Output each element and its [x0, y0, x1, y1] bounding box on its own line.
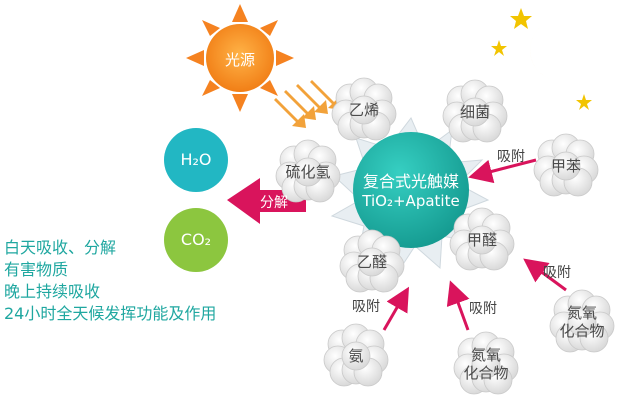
adsorb-label-nox-right: 吸附 [543, 265, 571, 281]
adsorb-label-nox-bottom: 吸附 [469, 301, 497, 317]
note-line-1: 白天吸收、分解 [4, 238, 117, 257]
note-line-4: 24小时全天候发挥功能及作用 [4, 304, 217, 323]
co2-circle [164, 208, 228, 272]
adsorb-arrows [382, 158, 567, 331]
pollutant-label-nox-right: 氮氧化合物 [552, 304, 612, 340]
pollutant-label-formaldehyde: 甲醛 [466, 231, 497, 249]
catalyst-name: 复合式光触媒 [362, 172, 459, 191]
sun-label: 光源 [224, 51, 255, 69]
pollutant-cloud-acetaldehyde [339, 229, 405, 293]
note-line-3: 晚上持续吸收 [4, 282, 101, 301]
pollutant-label-line: 氮氧 [470, 346, 501, 364]
catalyst-core [353, 132, 469, 248]
pollutant-cloud-benzene [533, 133, 599, 197]
decompose-label: 分解 [260, 195, 288, 211]
pollutant-label-bacteria: 细菌 [459, 103, 490, 121]
moon-icon [530, 22, 574, 81]
pollutant-label-benzene: 甲苯 [550, 157, 581, 175]
pollutant-cloud-nox-bottom [453, 331, 519, 395]
pollutant-label-nox-bottom: 氮氧化合物 [456, 346, 516, 382]
pollutant-cloud-formaldehyde [449, 207, 515, 271]
catalyst-formula: TiO₂+Apatite [362, 192, 460, 210]
adsorb-label-benzene: 吸附 [497, 149, 525, 165]
pollutant-label-acetaldehyde: 乙醛 [356, 253, 387, 271]
decompose-arrow [227, 178, 306, 224]
light-ray-arrows [274, 80, 342, 128]
pollutant-cloud-bacteria [442, 79, 508, 143]
pollutant-label-h2s: 硫化氢 [285, 163, 331, 181]
pollutant-cloud-ethylene [331, 77, 397, 141]
adsorb-label-ammonia: 吸附 [352, 299, 380, 315]
pollutant-label-line: 化合物 [463, 364, 509, 382]
pollutant-label-ethylene: 乙烯 [348, 101, 379, 119]
h2o-label: H₂O [180, 150, 212, 169]
pollutant-label-line: 氮氧 [566, 304, 597, 322]
pollutant-cloud-nox-right [549, 289, 615, 353]
note-line-2: 有害物质 [4, 260, 69, 279]
star-icons [491, 8, 592, 110]
pollutant-cloud-h2s [275, 139, 341, 203]
pollutant-label-ammonia: 氨 [348, 347, 364, 365]
co2-label: CO₂ [180, 230, 212, 249]
pollutant-label-line: 化合物 [559, 322, 605, 340]
h2o-circle [164, 128, 228, 192]
sun-rays [186, 4, 294, 112]
sun-icon [206, 24, 274, 92]
pollutant-cloud-ammonia [323, 323, 389, 387]
